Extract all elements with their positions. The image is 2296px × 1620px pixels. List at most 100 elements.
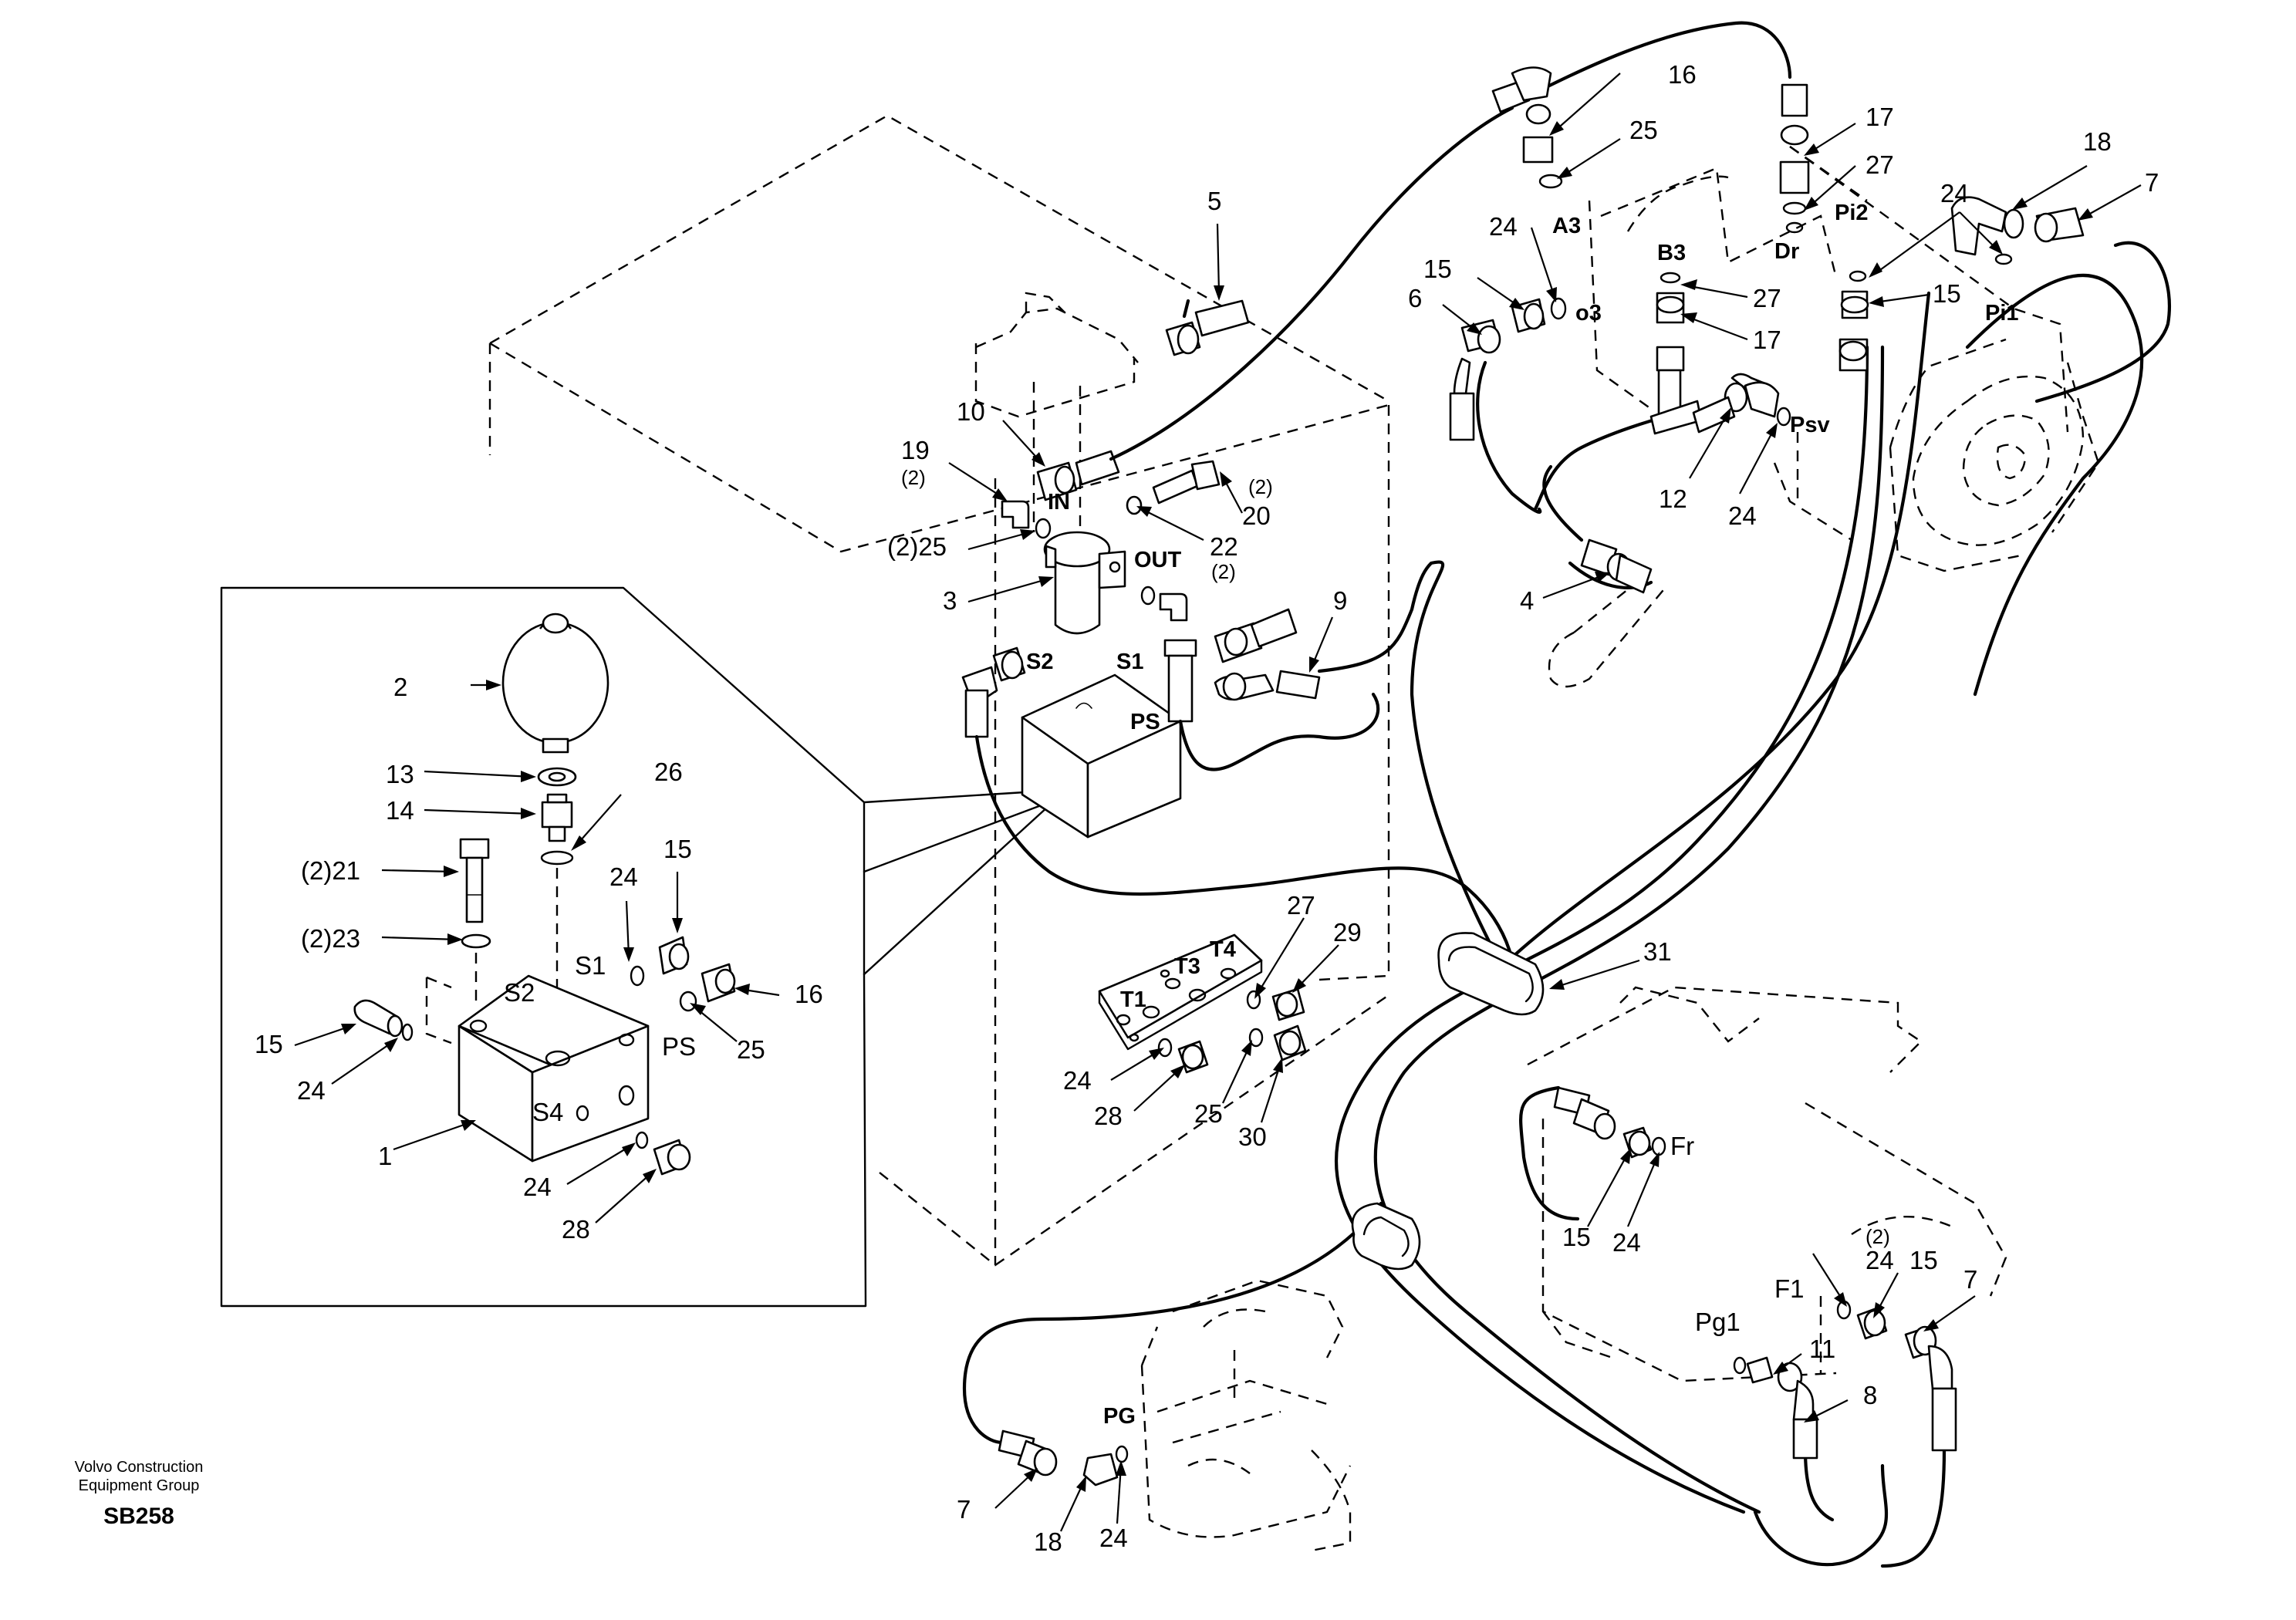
travel-motor-outline: [1527, 986, 2007, 1382]
leader-lines: [294, 73, 2142, 1532]
callout-30: 30: [1238, 1122, 1267, 1151]
callout-24h: 24: [1612, 1228, 1641, 1257]
callout-28a: 28: [562, 1215, 590, 1244]
callout-7b: 7: [1963, 1265, 1977, 1294]
fittings-fr: [1553, 1086, 1666, 1159]
callout-31: 31: [1643, 937, 1672, 966]
callout-15b: 15: [255, 1030, 283, 1058]
brand-line-1: Volvo Construction: [75, 1459, 204, 1476]
swing-motor-outline: [1140, 1279, 1352, 1552]
manifold-block-main: [1021, 673, 1182, 839]
callout-24i: 24: [1099, 1524, 1128, 1552]
port-ps-detail-label: PS: [662, 1032, 696, 1061]
callout-29: 29: [1333, 918, 1362, 947]
callout-16b: 16: [1668, 60, 1697, 89]
callout-8: 8: [1863, 1381, 1877, 1409]
callout-18a: 18: [2083, 127, 2112, 156]
callout-22-qty: (2): [1211, 560, 1236, 583]
adapter-ps: [1163, 639, 1197, 723]
hose-end-17-top: [1779, 83, 1810, 234]
hose-clamp-31: [1351, 932, 1545, 1271]
hose-end-4: [1580, 538, 1653, 594]
callout-numbers: 2 13 14 26 (2)21 (2)23 24 15 16 25 15 24…: [255, 60, 2159, 1556]
detail-inset: [220, 586, 1059, 1308]
pump-outline-right: [1588, 146, 2100, 572]
port-t1-label: T1: [1120, 987, 1146, 1012]
fitting-16-top: [1491, 66, 1563, 189]
callout-5: 5: [1207, 187, 1221, 215]
fitting-15-left: [353, 999, 414, 1041]
hose-lines: [962, 21, 2172, 1568]
hose-end-10: [1036, 450, 1120, 501]
callout-17a: 17: [1866, 103, 1894, 131]
callout-25c: 25: [1629, 116, 1658, 144]
callout-3: 3: [943, 586, 957, 615]
diagram-code: SB258: [103, 1504, 174, 1529]
callout-28b: 28: [1094, 1102, 1123, 1130]
callout-24b: 24: [297, 1076, 326, 1105]
callout-6: 6: [1408, 284, 1422, 312]
callout-7a: 7: [2145, 168, 2159, 197]
adapter-14: [541, 793, 573, 842]
callout-22: 22: [1210, 532, 1238, 561]
tank-cover-plate: [1098, 933, 1263, 1051]
callout-25d: 25: [1194, 1099, 1223, 1128]
callout-17b: 17: [1753, 326, 1781, 354]
port-a3-label: A3: [1552, 214, 1581, 238]
callout-19: 19: [901, 436, 930, 464]
o-ring-25-in: [1035, 518, 1052, 539]
callout-7c: 7: [957, 1495, 971, 1524]
bolt-21: [459, 838, 490, 923]
port-pg1-label: Pg1: [1695, 1308, 1741, 1336]
callout-18b: 18: [1034, 1527, 1062, 1556]
port-t3-label: T3: [1174, 954, 1200, 979]
callout-27b: 27: [1753, 284, 1781, 312]
callout-24d: 24: [1940, 179, 1969, 208]
callout-25a: 25: [737, 1035, 765, 1064]
accumulator: [501, 613, 609, 754]
filter-3: [1043, 531, 1126, 635]
callout-14: 14: [386, 796, 414, 825]
plugs-29-30: [1157, 987, 1307, 1074]
elbow-19: [1001, 500, 1030, 529]
callout-16a: 16: [795, 980, 823, 1008]
brand-block: Volvo Construction Equipment Group SB258: [75, 1459, 204, 1529]
fittings-b3-psv: [1649, 272, 1791, 435]
plug-28-detail: [635, 1131, 691, 1176]
port-fr-label: Fr: [1670, 1132, 1694, 1160]
port-s1-main-label: S1: [1116, 650, 1143, 674]
port-s2-detail-label: S2: [504, 978, 535, 1007]
elbow-out: [1159, 592, 1188, 622]
brand-line-2: Equipment Group: [79, 1477, 200, 1494]
callout-24k: 24: [1866, 1246, 1894, 1274]
washer-22: [1126, 495, 1143, 515]
callout-24a: 24: [609, 862, 638, 891]
bolt-20: [1152, 460, 1221, 505]
port-in-label: IN: [1048, 490, 1070, 515]
port-dr-label: Dr: [1774, 239, 1799, 264]
callout-24k-qty: (2): [1866, 1225, 1890, 1248]
callout-20: 20: [1242, 501, 1271, 530]
port-pi1-label: Pi1: [1985, 301, 2019, 326]
fittings-pi1: [1838, 270, 1869, 372]
port-out-label: OUT: [1134, 548, 1182, 572]
callout-15a: 15: [663, 835, 692, 863]
hose-end-9: [1214, 608, 1321, 701]
elbow-18-top: [1950, 196, 2085, 265]
callout-12: 12: [1659, 484, 1687, 513]
callout-19-qty: (2): [901, 466, 926, 489]
washer-23: [461, 933, 491, 949]
callout-20-qty: (2): [1248, 475, 1273, 498]
fitting-15-right: [630, 936, 690, 987]
callout-15e: 15: [1562, 1223, 1591, 1251]
callout-23: (2)23: [301, 924, 360, 953]
fittings-f1: [1836, 1300, 1957, 1452]
hose-end-s2: [961, 646, 1026, 738]
callout-2: 2: [393, 673, 407, 701]
port-s1-detail-label: S1: [575, 951, 606, 980]
callout-25b: (2)25: [887, 532, 947, 561]
port-ps-main-label: PS: [1130, 710, 1160, 734]
port-pi2-label: Pi2: [1835, 201, 1869, 225]
callout-27a: 27: [1866, 150, 1894, 179]
